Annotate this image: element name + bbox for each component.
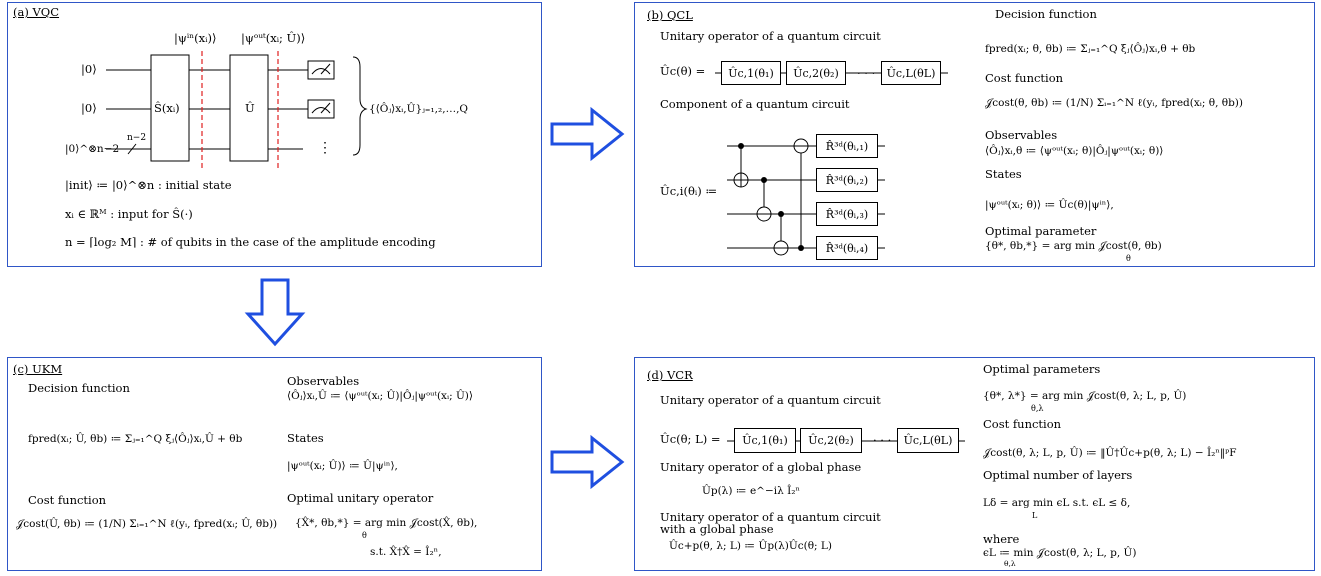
ukm-decision-eq: fpred(xᵢ; Û, θb) ≔ Σⱼ₌₁^Q ξⱼ⟨Ôⱼ⟩xᵢ,Û + θ… [28,433,243,445]
ukm-optimal-sub: θ [362,531,367,540]
ukm-observables-label: Observables [287,374,360,388]
qcl-optimal-eq: {θ*, θb,*} = arg min 𝒥cost(θ, θb) [985,240,1162,252]
vcr-cp-label-1: Unitary operator of a quantum circuit [660,510,881,524]
ukm-observables-eq: ⟨Ôⱼ⟩xᵢ,Û ≔ ⟨ψᵒᵘᵗ(xᵢ; Û)|Ôⱼ|ψᵒᵘᵗ(xᵢ; Û)⟩ [287,390,473,402]
vcr-gate-1: Ûc,1(θ₁) [734,428,796,453]
vcr-eps-sub: θ,λ [1004,559,1016,568]
ellipsis-dots: ⋮ [318,140,332,156]
vcr-layers-sub: L [1032,511,1038,520]
qubit-1-label: |0⟩ [81,62,97,76]
vcr-gp-eq: Ûp(λ) ≔ e^−iλ Î₂ⁿ [702,485,801,497]
vcr-gp-label: Unitary operator of a global phase [660,460,862,474]
qcl-uci-lhs: Ûc,i(θᵢ) ≔ [660,184,718,198]
vqc-panel: (a) VQC |ψⁱⁿ(xᵢ)⟩ |ψᵒᵘᵗ(xᵢ; Û)⟩ |0⟩ |0⟩ … [7,2,542,267]
right-arrow-top [550,106,625,162]
qcl-cost-eq: 𝒥cost(θ, θb) ≔ (1/N) Σᵢ₌₁^N ℓ(yᵢ, fpred(… [985,97,1244,109]
gate-s: Ŝ(xᵢ) [154,101,180,115]
vcr-title: (d) VCR [647,368,693,382]
ukm-states-label: States [287,431,324,445]
psi-in-label: |ψⁱⁿ(xᵢ)⟩ [174,31,217,45]
vcr-gate-L: Ûc,L(θL) [897,428,959,453]
vcr-optimal-sub: θ,λ [1031,404,1044,413]
qcl-observables-label: Observables [985,128,1058,142]
ukm-panel: (c) UKM Decision function fpred(xᵢ; Û, θ… [7,357,542,571]
ukm-decision-label: Decision function [28,381,130,395]
input-line: xᵢ ∈ ℝᴹ : input for Ŝ(·) [65,207,193,221]
vcr-panel: (d) VCR Unitary operator of a quantum ci… [634,357,1315,571]
ukm-states-eq: |ψᵒᵘᵗ(xᵢ; Û)⟩ ≔ Û|ψⁱⁿ⟩, [287,460,398,472]
qcl-gate-dots: · · · [857,66,876,80]
qcl-rotation-4: R̂³ᵈ(θᵢ,₄) [816,236,878,260]
ukm-title: (c) UKM [13,362,63,376]
ukm-cost-label: Cost function [28,493,107,507]
right-arrow-bottom [550,434,625,490]
qcl-title: (b) QCL [647,8,693,22]
vcr-layers-eq: Lδ = arg min ϵL s.t. ϵL ≤ δ, [983,497,1131,509]
qcl-uoq-label: Unitary operator of a quantum circuit [660,29,881,43]
qcl-optimal-label: Optimal parameter [985,224,1097,238]
qcl-gate-L: Ûc,L(θL) [881,61,941,85]
qubit-count-label: n−2 [127,133,147,143]
qcl-gate-2: Ûc,2(θ₂) [786,61,846,85]
qcl-decision-label: Decision function [995,7,1097,21]
qcl-rotation-1: R̂³ᵈ(θᵢ,₁) [816,134,878,158]
qcl-cost-label: Cost function [985,71,1064,85]
vcr-uc-lhs: Ûc(θ; L) = [660,432,721,446]
gate-u: Û [245,101,255,115]
vcr-cp-eq: Ûc+p(θ, λ; L) ≔ Ûp(λ)Ûc(θ; L) [669,540,832,552]
measurement-icon [307,99,335,119]
vcr-optimal-eq: {θ*, λ*} = arg min 𝒥cost(θ, λ; L, p, Û) [983,390,1187,402]
ukm-cost-eq: 𝒥cost(Û, θb) ≔ (1/N) Σᵢ₌₁^N ℓ(yᵢ, fpred(… [16,518,278,530]
qcl-circuit [715,72,948,256]
qcl-states-label: States [985,167,1022,181]
vcr-where: where [983,532,1020,546]
observables-set: {⟨Ôⱼ⟩xᵢ,Û}ⱼ₌₁,₂,…,Q [369,103,469,115]
qubits-line: n = ⌈log₂ M⌉ : # of qubits in the case o… [65,235,436,249]
qcl-gate-1: Ûc,1(θ₁) [721,61,781,85]
vqc-title: (a) VQC [13,5,60,19]
vcr-eps-eq: ϵL ≔ min 𝒥cost(θ, λ; L, p, Û) [983,547,1137,559]
qcl-uc-lhs: Ûc(θ) = [660,64,706,78]
qcl-observables-eq: ⟨Ôⱼ⟩xᵢ,θ ≔ ⟨ψᵒᵘᵗ(xᵢ; θ)|Ôⱼ|ψᵒᵘᵗ(xᵢ; θ)⟩ [985,145,1164,157]
qcl-rotation-3: R̂³ᵈ(θᵢ,₃) [816,202,878,226]
qcl-decision-eq: fpred(xᵢ; θ, θb) ≔ Σⱼ₌₁^Q ξⱼ⟨Ôⱼ⟩xᵢ,θ + θ… [985,43,1196,55]
qubit-2-label: |0⟩ [81,101,97,115]
vcr-optimal-label: Optimal parameters [983,362,1101,376]
vcr-gate-dots: · · · [873,433,892,447]
qcl-rotation-2: R̂³ᵈ(θᵢ,₂) [816,168,878,192]
qcl-states-eq: |ψᵒᵘᵗ(xᵢ; θ)⟩ ≔ Ûc(θ)|ψⁱⁿ⟩, [985,199,1114,211]
vqc-circuit [106,51,368,168]
vcr-cp-label-2: with a global phase [660,522,774,536]
qcl-panel: (b) QCL Unitary operator of a quantum ci… [634,2,1315,267]
psi-out-label: |ψᵒᵘᵗ(xᵢ; Û)⟩ [241,31,306,45]
down-arrow [244,278,306,347]
init-state-line: |init⟩ ≔ |0⟩^⊗n : initial state [65,178,232,192]
vcr-gate-2: Ûc,2(θ₂) [800,428,862,453]
vcr-cost-eq: 𝒥cost(θ, λ; L, p, Û) ≔ ‖Û†Ûc+p(θ, λ; L) … [983,447,1237,459]
ukm-optimal-label: Optimal unitary operator [287,491,434,505]
ukm-optimal-constraint: s.t. X̂†X̂ = Î₂ⁿ, [370,546,442,558]
qcl-component-label: Component of a quantum circuit [660,97,850,111]
ukm-optimal-eq: {X̂*, θb,*} = arg min 𝒥cost(X̂, θb), [295,517,478,529]
qcl-optimal-sub: θ [1126,254,1131,263]
qubit-rest-label: |0⟩^⊗n−2 [65,143,120,155]
measurement-icon [307,60,335,80]
vcr-uoq-label: Unitary operator of a quantum circuit [660,393,881,407]
vcr-cost-label: Cost function [983,417,1062,431]
vcr-layers-label: Optimal number of layers [983,468,1133,482]
